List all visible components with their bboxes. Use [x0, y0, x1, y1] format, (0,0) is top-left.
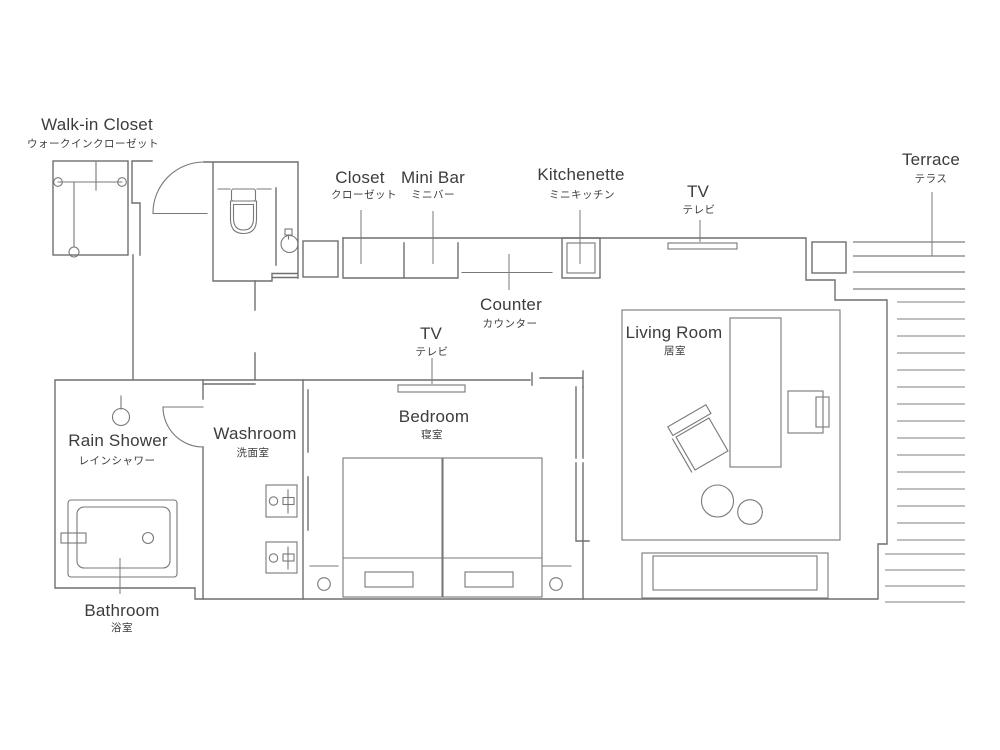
bathtub-icon: [60, 499, 178, 578]
long-table-icon: [729, 317, 782, 468]
bathroom-room: [60, 395, 178, 578]
bedside-stool-icon: [541, 565, 572, 591]
label-tv-bedroom-jp: テレビ: [416, 346, 449, 358]
living-rug: [621, 309, 841, 541]
terrace-decking-icon: [853, 241, 965, 603]
label-leader-lines: [119, 192, 933, 594]
bedroom-living-divider: [575, 386, 590, 600]
label-rain-shower-jp: レインシャワー: [79, 455, 156, 467]
label-walk-in-closet-en: Walk-in Closet: [41, 115, 153, 134]
label-bathroom-jp: 浴室: [111, 621, 133, 634]
top-counter-band: [302, 237, 847, 279]
toilet-room: [203, 161, 299, 380]
label-bedroom-en: Bedroom: [399, 407, 469, 426]
entry-door-icon: [152, 161, 208, 215]
label-tv-bedroom-en: TV: [420, 324, 443, 343]
label-terrace-jp: テラス: [915, 173, 948, 185]
label-tv-top-jp: テレビ: [683, 204, 716, 216]
label-closet-en: Closet: [335, 168, 384, 187]
twin-bed-icon: [342, 457, 443, 598]
pillar-box: [302, 240, 339, 278]
twin-bed-icon: [442, 457, 543, 598]
label-tv-top-en: TV: [687, 182, 710, 201]
label-terrace-en: Terrace: [902, 150, 960, 169]
hanger-rod-icon: [53, 160, 127, 258]
vanity-sink-icon: [265, 541, 298, 574]
round-stool-icon: [737, 499, 763, 525]
washroom-room: [162, 379, 309, 600]
bedroom-tv-icon: [397, 384, 466, 393]
kitchenette-unit: [561, 237, 601, 279]
label-counter-jp: カウンター: [483, 318, 538, 330]
living-room-room: [621, 309, 841, 599]
bedside-stool-icon: [309, 565, 339, 591]
toilet-icon: [217, 188, 272, 235]
label-mini-bar-jp: ミニバー: [411, 189, 455, 201]
wall-tv-icon: [667, 242, 738, 250]
label-rain-shower-en: Rain Shower: [68, 431, 168, 450]
closet-minibar-recess: [342, 237, 459, 279]
perimeter-walls: [54, 160, 888, 600]
window-bench-icon: [641, 552, 829, 599]
rain-shower-head-icon: [111, 395, 131, 427]
label-walk-in-closet-jp: ウォークインクローゼット: [27, 138, 159, 150]
label-living-room-en: Living Room: [626, 323, 723, 342]
walk-in-closet-room: [52, 160, 129, 258]
label-counter-en: Counter: [480, 295, 542, 314]
washroom-door-icon: [162, 406, 204, 448]
vanity-sink-icon: [265, 484, 298, 518]
label-living-room-jp: 居室: [664, 344, 686, 357]
label-kitchenette-jp: ミニキッチン: [549, 189, 615, 201]
label-washroom-jp: 洗面室: [237, 446, 270, 459]
label-mini-bar-en: Mini Bar: [401, 168, 465, 187]
bedroom-room: [309, 384, 590, 600]
corner-pillar-box: [811, 241, 847, 274]
label-bathroom-en: Bathroom: [84, 601, 159, 620]
side-chair-icon: [787, 390, 830, 434]
round-table-icon: [700, 484, 735, 518]
label-closet-jp: クローゼット: [331, 189, 397, 201]
label-bedroom-jp: 寝室: [421, 428, 443, 441]
lounge-chair-icon: [667, 404, 729, 473]
round-sink-icon: [280, 228, 299, 254]
label-kitchenette-en: Kitchenette: [537, 165, 624, 184]
label-washroom-en: Washroom: [213, 424, 296, 443]
labels: Walk-in Closet ウォークインクローゼット Closet クローゼッ…: [27, 115, 960, 634]
